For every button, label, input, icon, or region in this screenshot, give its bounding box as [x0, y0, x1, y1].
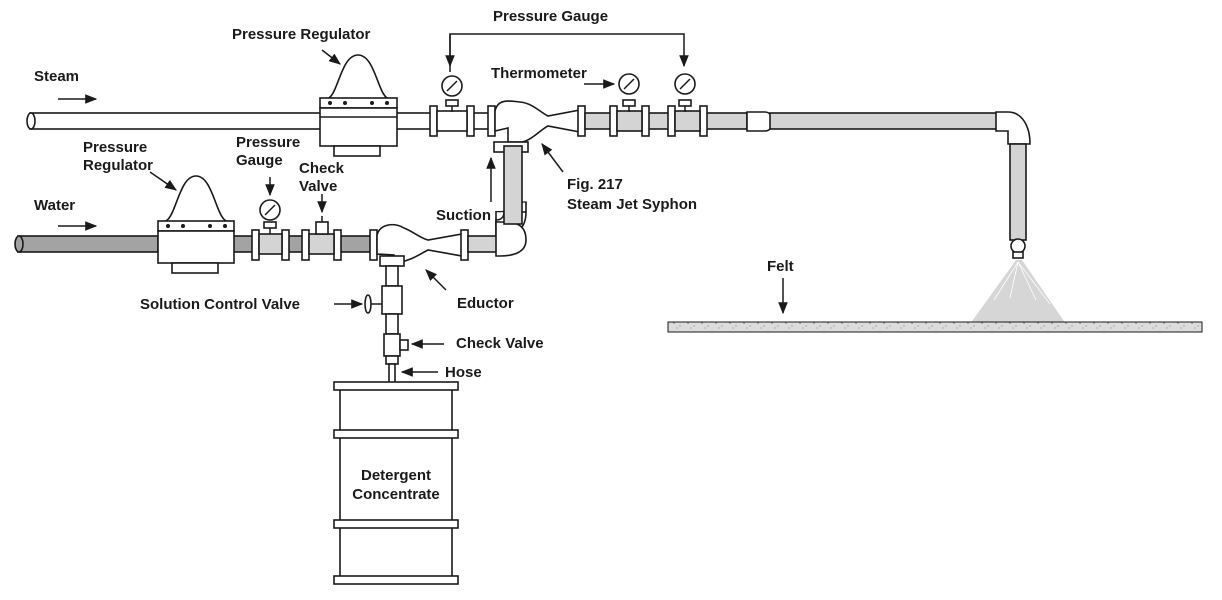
steam-jet-syphon-icon	[493, 100, 586, 153]
regulator-top-leader	[321, 49, 341, 65]
pressure-gauge-icon	[441, 75, 463, 112]
label-pressure-gauge-left-2: Gauge	[236, 152, 283, 169]
spray-nozzle-icon	[970, 238, 1066, 324]
feed-line	[385, 265, 399, 287]
label-steam-jet-syphon: Steam Jet Syphon	[567, 196, 697, 213]
water-gauge-flanges	[251, 229, 290, 261]
pressure-regulator-icon	[157, 175, 235, 274]
label-check-valve-top-2: Valve	[299, 178, 337, 195]
label-pressure-gauge-top: Pressure Gauge	[493, 8, 608, 25]
felt	[667, 321, 1203, 333]
label-suction: Suction	[436, 207, 491, 224]
thermometer-icon	[618, 73, 640, 112]
label-thermometer: Thermometer	[491, 65, 587, 82]
eductor-leader	[425, 269, 447, 291]
label-felt: Felt	[767, 258, 794, 275]
steam-pipe	[26, 112, 493, 130]
label-check-valve-top-1: Check	[299, 160, 345, 177]
label-detergent-2: Concentrate	[352, 486, 440, 503]
syphon-leader	[541, 143, 564, 173]
label-steam: Steam	[34, 68, 79, 85]
eductor-icon	[369, 145, 527, 267]
pressure-regulator-icon	[319, 54, 398, 157]
label-pressure-regulator-left-2: Regulator	[83, 157, 153, 174]
label-fig-number: Fig. 217	[567, 176, 623, 193]
label-eductor: Eductor	[457, 295, 514, 312]
steam-flange-2	[487, 105, 496, 137]
label-detergent-1: Detergent	[361, 467, 431, 484]
label-pressure-regulator-left-1: Pressure	[83, 139, 147, 156]
drum-icon	[333, 381, 459, 585]
pressure-gauge-icon	[674, 73, 696, 112]
water-pipe	[14, 235, 375, 253]
pressure-gauge-icon	[259, 199, 281, 234]
check-valve-icon	[301, 216, 342, 261]
label-hose: Hose	[445, 364, 482, 381]
output-pipe	[584, 105, 1031, 241]
label-water: Water	[34, 197, 75, 214]
solution-control-valve-icon	[364, 285, 403, 335]
regulator-left-leader	[149, 171, 177, 191]
label-pressure-regulator-top: Pressure Regulator	[232, 26, 371, 43]
label-solution-control-valve: Solution Control Valve	[140, 296, 300, 313]
label-pressure-gauge-left-1: Pressure	[236, 134, 300, 151]
check-valve-icon	[383, 333, 409, 365]
label-check-valve-bottom: Check Valve	[456, 335, 544, 352]
